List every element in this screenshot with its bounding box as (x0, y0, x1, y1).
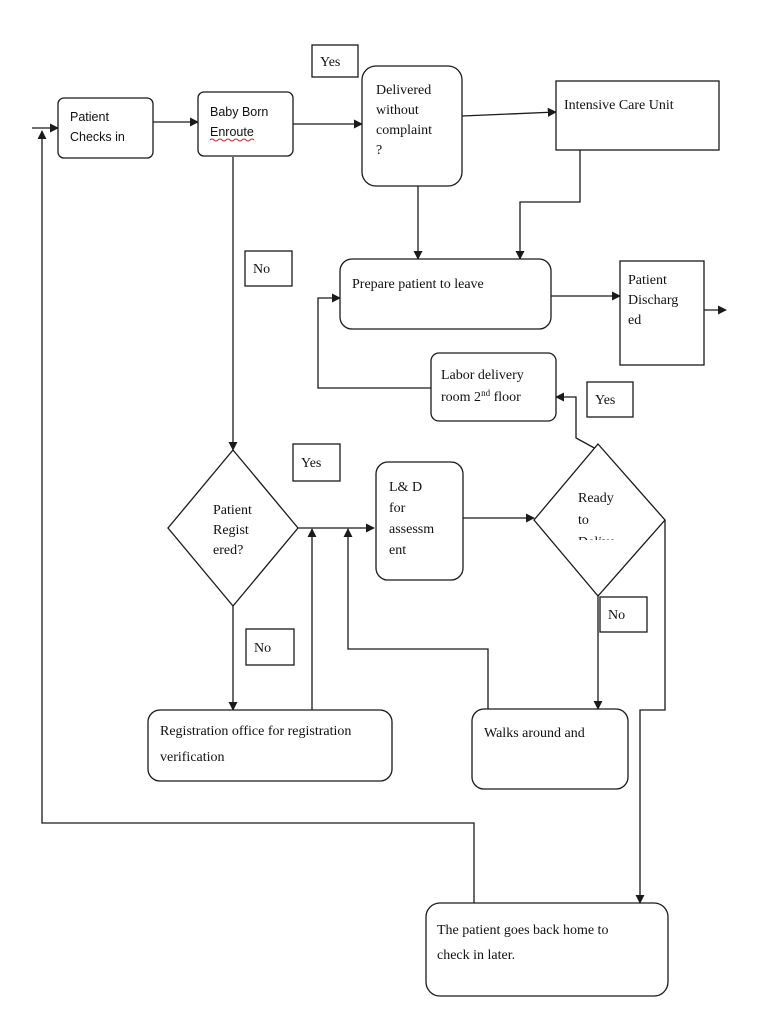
node-label: for (389, 501, 406, 516)
node-ld-assessment: L& D for assessm ent (375, 461, 464, 581)
node-go-back-home: The patient goes back home to check in l… (425, 902, 669, 997)
node-label: Labor delivery (441, 368, 524, 383)
node-label: without (376, 103, 419, 118)
edge-label-text: Yes (301, 456, 321, 471)
edge-label-text: No (253, 262, 270, 277)
node-label: ent (389, 543, 406, 558)
node-label: Patient (628, 273, 667, 288)
text-clip-mask (560, 540, 630, 546)
node-label: Patient (70, 110, 109, 124)
edge-label-yes-delivered: Yes (311, 44, 359, 78)
edge-label-text: No (608, 608, 625, 623)
node-label: The patient goes back home to (437, 923, 608, 938)
node-patient-registered: Patient Regist ered? (167, 448, 299, 608)
node-label: complaint (376, 123, 432, 138)
node-label-part: floor (490, 390, 521, 405)
node-baby-born-enroute: Baby Born Enroute (197, 91, 294, 157)
node-label: Patient (213, 503, 252, 518)
edge-label-no-registered: No (245, 628, 295, 666)
edge-label-text: No (254, 641, 271, 656)
node-walks-around: Walks around and (471, 708, 629, 790)
edge-label-text: Yes (320, 55, 340, 70)
node-patient-discharged: Patient Discharg ed (619, 260, 705, 366)
edge-label-text: Yes (595, 393, 615, 408)
node-labor-delivery-room: Labor delivery room 2nd floor (430, 352, 557, 422)
node-label: Enroute (210, 125, 254, 139)
arrow-icu-to-prepare (515, 150, 581, 260)
edge-label-yes-ready: Yes (586, 381, 634, 418)
edge-label-yes-registered: Yes (292, 443, 341, 482)
node-label: Discharg (628, 293, 678, 308)
arrow-ready-to-home (635, 520, 666, 904)
node-label-superscript: nd (481, 388, 491, 398)
connectors (32, 107, 727, 904)
node-label: Baby Born (210, 105, 268, 119)
edge-label-no-enroute: No (244, 250, 293, 287)
arrow-ready-to-labor (555, 392, 599, 451)
spellcheck-underline (209, 138, 255, 142)
arrow-labor-to-prepare (317, 293, 431, 389)
node-label: Ready (578, 491, 614, 506)
node-registration-office: Registration office for registration ver… (147, 709, 393, 782)
node-label: ed (628, 313, 641, 328)
node-label: room 2nd floor (441, 388, 521, 405)
arrow-walks-to-ld (343, 528, 489, 709)
node-prepare-patient-to-leave: Prepare patient to leave (339, 258, 552, 330)
node-label-part: room 2 (441, 390, 481, 405)
node-patient-checks-in: Patient Checks in (57, 97, 154, 159)
node-label: Prepare patient to leave (352, 277, 484, 292)
node-delivered-without-complaint: Delivered without complaint ? (361, 65, 463, 187)
node-label: ered? (213, 543, 243, 558)
node-intensive-care-unit: Intensive Care Unit (555, 80, 720, 151)
node-label: Delivered (376, 83, 431, 98)
node-label: verification (160, 750, 225, 765)
node-label: Checks in (70, 130, 125, 144)
node-label: Walks around and (484, 726, 585, 741)
arrow-delivered-to-icu (461, 107, 557, 117)
edge-label-no-ready: No (599, 596, 648, 633)
node-ready-to-deliver: Ready to Delive (533, 443, 666, 597)
node-label: Registration office for registration (160, 724, 351, 739)
node-label: assessm (389, 522, 434, 537)
node-label: Intensive Care Unit (564, 98, 674, 113)
node-label: L& D (389, 480, 422, 495)
arrow-home-to-checkin (37, 130, 475, 903)
node-label: check in later. (437, 948, 515, 963)
node-label: Regist (213, 523, 249, 538)
node-label: ? (376, 143, 382, 158)
node-label: to (578, 513, 589, 528)
